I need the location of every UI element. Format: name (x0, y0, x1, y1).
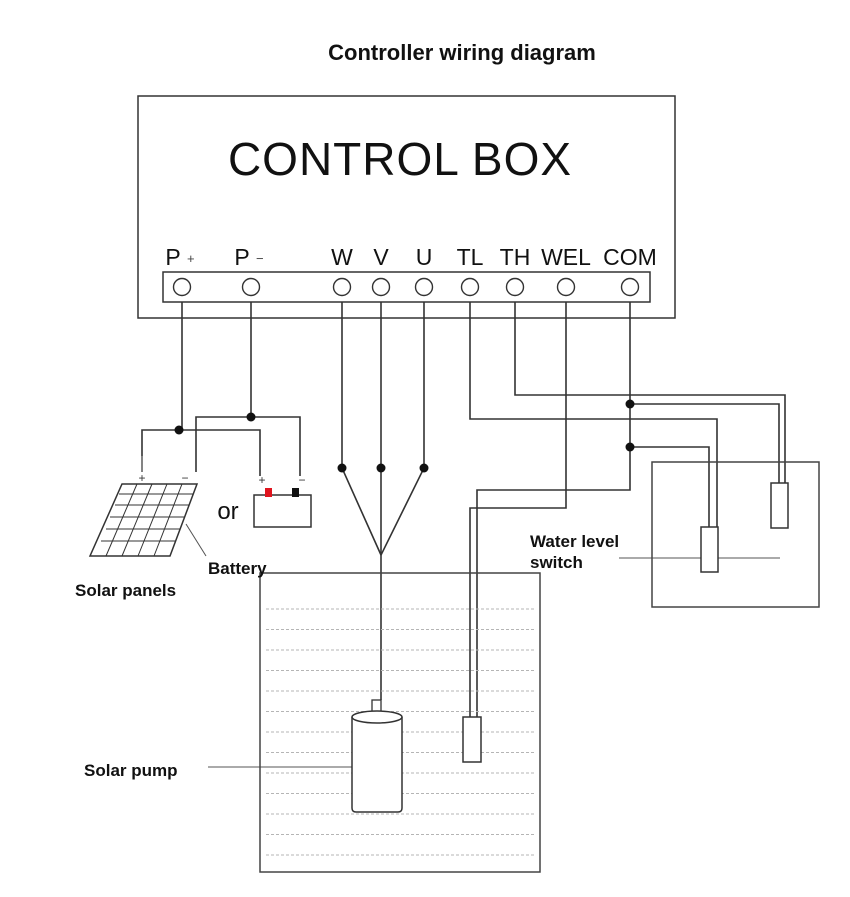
terminal: U (414, 244, 434, 297)
label-pointers (185, 523, 780, 768)
terminal-screw (371, 277, 391, 297)
water-level-switch-label-line1: Water level (530, 532, 619, 551)
wire-com-high (630, 403, 780, 483)
battery-label: Battery (208, 559, 267, 578)
wire-th (514, 302, 786, 483)
terminal: V (371, 244, 391, 297)
wire-negative-bus (195, 416, 301, 476)
solar-panel-icon: + − (88, 456, 199, 557)
terminal-screw (556, 277, 576, 297)
wire-w (341, 302, 382, 556)
battery-plus-sign: + (258, 473, 265, 487)
terminal-label: P (234, 244, 249, 270)
junction-dot (174, 425, 184, 435)
terminal: WEL (541, 244, 591, 297)
terminal-screw (460, 277, 480, 297)
terminal-screw (414, 277, 434, 297)
junction-dots (174, 399, 635, 473)
battery-minus-sign: − (298, 473, 305, 487)
terminal-screw (332, 277, 352, 297)
terminal: P+ (165, 244, 195, 297)
junction-dot (419, 463, 429, 473)
solar-panels-label: Solar panels (75, 581, 176, 600)
terminal-strip (162, 271, 651, 303)
diagram-title: Controller wiring diagram (328, 40, 596, 65)
terminal-label: WEL (541, 244, 591, 270)
junction-dot (625, 442, 635, 452)
junction-dot (625, 399, 635, 409)
battery-minus-terminal (292, 488, 299, 497)
water-tank-outline (651, 461, 820, 608)
wire-wel (469, 302, 567, 717)
panel-minus-sign: − (181, 471, 188, 485)
terminal-sign: − (256, 251, 264, 266)
wire-com (476, 302, 631, 717)
terminal: COM (603, 244, 657, 297)
terminal-label: COM (603, 244, 657, 270)
terminal: TL (457, 244, 484, 297)
terminal-label: TH (500, 244, 531, 270)
wire-tl (469, 302, 718, 527)
solar-pump-icon (351, 699, 403, 813)
wire-positive-bus (141, 429, 261, 476)
or-label: or (217, 498, 238, 525)
junction-dot (376, 463, 386, 473)
terminal-screw (172, 277, 192, 297)
water-tank (651, 461, 820, 608)
junction-dot (246, 412, 256, 422)
terminal-sign: + (187, 251, 195, 266)
terminal-label: U (416, 244, 433, 270)
well-outline (259, 572, 541, 873)
well-float-switch-icon (462, 716, 482, 763)
terminal-screw (620, 277, 640, 297)
terminal-screw (241, 277, 261, 297)
junction-dot (337, 463, 347, 473)
battery-plus-terminal (265, 488, 272, 497)
control-box-title: CONTROL BOX (228, 133, 572, 185)
terminal: TH (500, 244, 531, 297)
high-level-float-icon (770, 482, 789, 529)
terminal: P− (234, 244, 264, 297)
well-tank (259, 572, 541, 873)
water-level-switch-label-line2: switch (530, 553, 583, 572)
low-level-float-icon (700, 526, 719, 573)
terminal-label: TL (457, 244, 484, 270)
wire-u (380, 302, 425, 556)
control-box-outline (137, 95, 676, 319)
terminal-label: V (373, 244, 389, 270)
battery-icon: + − (253, 473, 312, 528)
terminal-label: P (165, 244, 180, 270)
panel-plus-sign: + (138, 471, 145, 485)
wire-com-low (630, 446, 710, 527)
terminal: W (331, 244, 353, 297)
terminal-label: W (331, 244, 353, 270)
solar-pump-label: Solar pump (84, 761, 178, 780)
terminal-screw (505, 277, 525, 297)
